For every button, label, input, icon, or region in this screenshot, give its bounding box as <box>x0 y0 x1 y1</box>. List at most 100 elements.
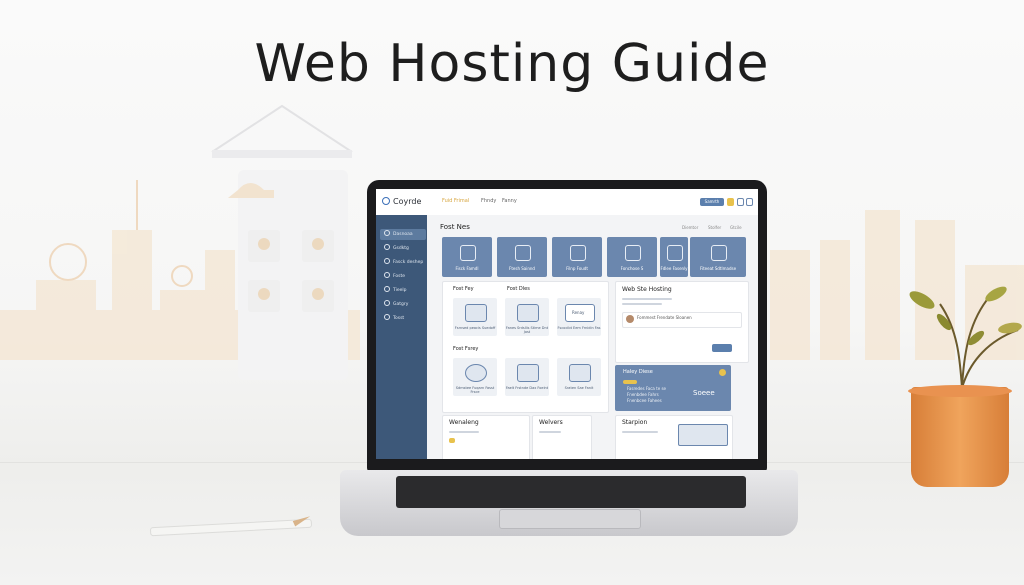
card-a-1[interactable]: Fsrnsed peacis Suedoff <box>453 298 497 336</box>
panel-blue-title: Haley Diese <box>623 369 653 375</box>
plant-pot-rim <box>908 385 1012 397</box>
section-a-subtitle: Fost Dles <box>507 286 530 292</box>
tile-label: Ftesh Sainnd <box>509 266 535 271</box>
mini-form[interactable] <box>678 424 728 446</box>
card-b-3[interactable]: Sraten Sae Fanit <box>557 358 601 396</box>
menu-icon <box>384 272 390 278</box>
card-label: Sraten Sae Fanit <box>564 386 594 390</box>
pencil <box>149 518 313 537</box>
card-label: Fanes Srdsllis Stime Dnt Jost <box>505 326 549 334</box>
tile-icon <box>711 245 727 261</box>
panel-right: Web Ste Hosting Fommest Frendate Sloanen <box>615 281 749 363</box>
notification-icon[interactable] <box>727 198 734 206</box>
sidebar-item-7[interactable]: Tosst <box>380 313 426 324</box>
card-label: Faelt Frstnde Dax Foelnt <box>505 386 549 390</box>
dashboard-icon <box>384 230 390 236</box>
tile-1[interactable]: Fisck Famdl <box>442 237 492 277</box>
bottom-c-title: Starpion <box>622 419 648 426</box>
panel-left: Fost Fey Fost Dles Fsrnsed peacis Suedof… <box>442 281 609 413</box>
header-link-1[interactable]: Diemtor <box>682 225 699 230</box>
sidebar-item-6[interactable]: Gatgry <box>380 299 426 310</box>
sidebar-item-2[interactable]: Gsdktg <box>380 243 426 254</box>
menu-icon <box>384 300 390 306</box>
status-icon <box>719 369 726 376</box>
main-content: Fost Nes Diemtor Stolfer Gtcile Fisck Fa… <box>427 215 758 459</box>
tile-4[interactable]: Fonchose S <box>607 237 657 277</box>
card-label: Fsrnsed peacis Suedoff <box>454 326 496 330</box>
screen-icon[interactable] <box>746 198 753 206</box>
panel-blue-tag <box>623 380 637 384</box>
plant-leaves <box>909 286 1022 389</box>
page-title: Web Hosting Guide <box>254 34 770 94</box>
tile-label: Fiteeat Sdtlmadse <box>699 266 737 271</box>
text-line <box>449 431 479 433</box>
sidebar-item-label: Foste <box>393 274 406 279</box>
panel-blue-item-1: Fasredes Faca te se <box>627 386 666 391</box>
sidebar-item-4[interactable]: Foste <box>380 271 426 282</box>
tile-label: Fdlee Fasenly <box>660 266 688 271</box>
card-a-2[interactable]: Fanes Srdsllis Stime Dnt Jost <box>505 298 549 336</box>
panel-right-title: Web Ste Hosting <box>622 286 672 293</box>
text-line <box>622 431 658 433</box>
panel-blue-item-2: Fnenbdee Fahrs <box>627 392 659 397</box>
tile-6[interactable]: Fiteeat Sdtlmadse <box>690 237 746 277</box>
sidebar-item-1[interactable]: Dasnoaa <box>380 229 426 240</box>
laptop-touchpad <box>499 509 641 529</box>
menu-icon <box>384 244 390 250</box>
sidebar-item-label: Gatgry <box>393 302 409 307</box>
top-action-button[interactable]: Samrth <box>700 198 724 206</box>
text-line <box>622 303 662 305</box>
folder-icon <box>517 364 539 382</box>
card-icon <box>517 304 539 322</box>
card-icon <box>465 304 487 322</box>
tile-icon <box>667 245 683 261</box>
avatar <box>626 315 634 323</box>
sidebar-item-label: Gsdktg <box>393 246 409 251</box>
laptop-screen: Coyrde Fuid Frimal Fhndy Fanny Samrth Da… <box>376 189 758 459</box>
share-icon[interactable] <box>737 198 744 206</box>
text-line <box>539 431 561 433</box>
section-b-title: Fost Fsrey <box>453 346 479 352</box>
logo-icon <box>382 197 390 205</box>
panel-blue-badge: Soeee <box>693 389 715 397</box>
nav-item-1[interactable]: Fuid Frimal <box>442 198 470 204</box>
card-b-1[interactable]: Sdmstee Fuqarn Fasst Frsce <box>453 358 497 396</box>
bottom-b-title: Welvers <box>539 419 563 426</box>
panel-action-button[interactable] <box>712 344 732 352</box>
tile-label: Fonchose S <box>620 266 644 271</box>
sidebar: Dasnoaa Gsdktg Fasck deshep Foste Tieelp… <box>376 215 427 459</box>
bottom-a-title: Wenaleng <box>449 419 479 426</box>
main-heading: Fost Nes <box>440 223 470 231</box>
tile-icon <box>625 245 641 261</box>
tile-label: Filnp Foudt <box>566 266 588 271</box>
panel-blue: Haley Diese Fasredes Faca te se Fnenbdee… <box>615 365 731 411</box>
user-row[interactable]: Fommest Frendate Sloanen <box>622 312 742 328</box>
app-logo[interactable]: Coyrde <box>382 197 421 206</box>
nav-item-3[interactable]: Fanny <box>502 198 517 204</box>
card-label: Fscocibt Eem Frnidin Fas <box>557 326 601 330</box>
menu-icon <box>384 258 390 264</box>
logo-text: Coyrde <box>393 197 422 206</box>
header-link-2[interactable]: Stolfer <box>708 225 722 230</box>
nav-item-2[interactable]: Fhndy <box>481 198 497 204</box>
sidebar-item-label: Tosst <box>393 316 405 321</box>
fingerprint-icon <box>465 364 487 382</box>
tile-icon <box>460 245 476 261</box>
sidebar-item-3[interactable]: Fasck deshep <box>380 257 426 268</box>
card-label: Sdmstee Fuqarn Fasst Frsce <box>455 386 495 394</box>
card-b-2[interactable]: Faelt Frstnde Dax Foelnt <box>505 358 549 396</box>
tile-icon <box>570 245 586 261</box>
sidebar-item-5[interactable]: Tieelp <box>380 285 426 296</box>
tile-2[interactable]: Ftesh Sainnd <box>497 237 547 277</box>
sidebar-item-label: Fasck deshep <box>393 260 424 265</box>
background-skyline <box>0 180 1024 360</box>
card-badge: Renay <box>572 310 585 315</box>
tile-5[interactable]: Fdlee Fasenly <box>660 237 688 277</box>
header-link-3[interactable]: Gtcile <box>730 225 742 230</box>
plant-pot <box>911 387 1009 487</box>
user-row-text: Fommest Frendate Sloanen <box>637 315 692 320</box>
tile-3[interactable]: Filnp Foudt <box>552 237 602 277</box>
section-a-title: Fost Fey <box>453 286 474 292</box>
